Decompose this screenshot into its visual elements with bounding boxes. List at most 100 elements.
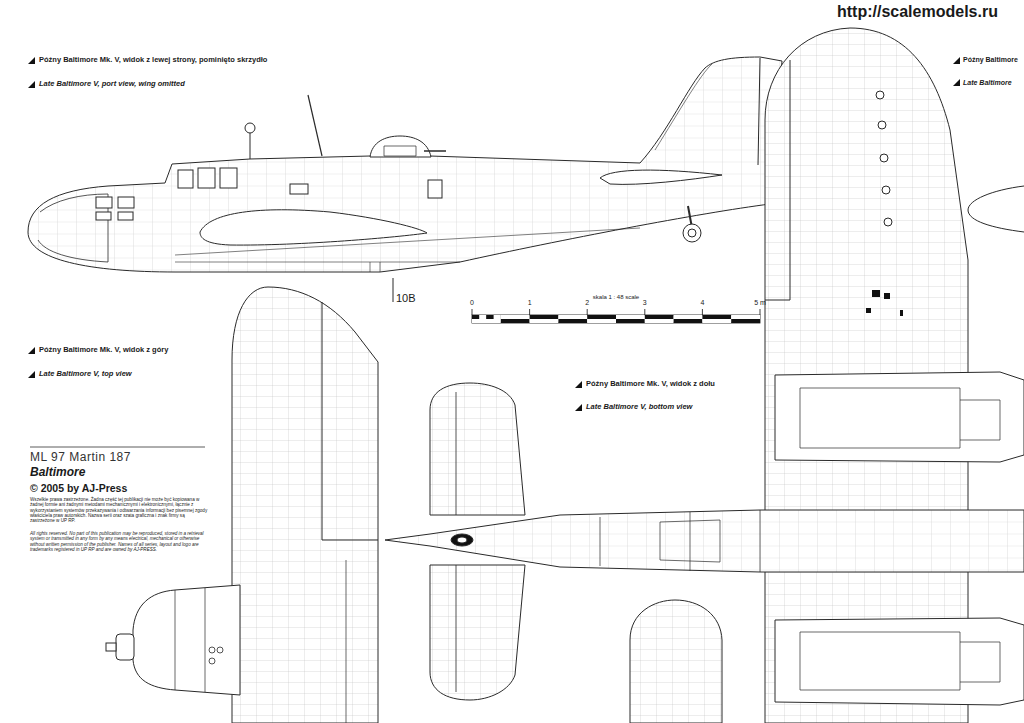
drawing-part xyxy=(882,186,890,194)
exhausts xyxy=(209,647,223,664)
tailwheel-hub xyxy=(688,229,696,237)
drawing-part xyxy=(28,81,35,88)
drawing-part xyxy=(953,79,960,86)
scale-block xyxy=(731,319,760,323)
drawing-part xyxy=(953,57,960,64)
wheel-bay xyxy=(800,632,1000,690)
scale-block xyxy=(587,315,616,319)
view-caption: Późny Baltimore Mk. V, widok z dołu xyxy=(586,380,715,389)
drawing-part xyxy=(118,212,133,220)
stabilizer-section xyxy=(600,170,722,184)
turret-gun xyxy=(424,150,446,152)
scale-block xyxy=(645,315,674,319)
scale-block xyxy=(616,315,645,319)
scale-block xyxy=(702,315,731,319)
nacelle-top xyxy=(133,585,240,695)
drawing-part xyxy=(28,371,35,378)
scale-block xyxy=(558,319,587,323)
drawing-part xyxy=(118,197,134,208)
scale-number: 1 xyxy=(528,299,532,307)
scale-block xyxy=(530,319,559,323)
scale-block xyxy=(501,315,530,319)
nacelle-bottom xyxy=(775,618,1024,705)
scale-number: 2 xyxy=(585,299,589,307)
series-title: ML 97 Martin 187 xyxy=(30,451,131,465)
view-caption: Późny Baltimore Mk. V, widok z lewej str… xyxy=(39,56,267,65)
filler-caps xyxy=(876,91,892,226)
fin-line xyxy=(655,64,712,150)
drawing-part xyxy=(575,381,582,388)
drawing-part xyxy=(209,658,215,664)
rule-line xyxy=(30,447,205,448)
drawing-part xyxy=(866,308,871,313)
scale-block xyxy=(702,319,731,323)
scale-block xyxy=(674,319,703,323)
drawing-part xyxy=(178,170,193,188)
drawing-part xyxy=(878,121,886,129)
scale-number: 3 xyxy=(643,299,647,307)
tailwheel-well xyxy=(451,534,473,546)
scale-block xyxy=(472,319,501,323)
scale-block xyxy=(558,315,587,319)
rudder-line xyxy=(758,58,760,165)
scale-block xyxy=(486,315,493,319)
legal-note: All rights reserved. No part of this pub… xyxy=(30,531,208,552)
tailwheel-bottom xyxy=(457,537,467,543)
section-line xyxy=(393,278,394,302)
panel-line xyxy=(175,262,460,263)
drawing-part xyxy=(884,218,892,226)
nacelle-bottom xyxy=(775,372,1024,462)
drawing-part xyxy=(28,347,35,354)
scale-block xyxy=(674,315,703,319)
partial-outline xyxy=(968,186,1024,232)
scale-block xyxy=(479,315,486,319)
view-caption: Późny Baltimore Mk. V, widok z góry xyxy=(39,346,168,355)
wheel-bay xyxy=(800,388,1000,448)
view-caption: Late Baltimore V, bottom view xyxy=(586,403,692,412)
wing-top xyxy=(232,287,378,723)
drawing-part xyxy=(96,212,111,220)
drawing-part xyxy=(96,197,112,208)
vents xyxy=(866,290,903,316)
view-caption: Late Baltimore V, port view, wing omitte… xyxy=(39,80,185,89)
spinner-tip xyxy=(106,643,116,651)
scale-tick xyxy=(760,309,761,315)
tailplane xyxy=(430,383,525,515)
drawing-part xyxy=(872,290,880,297)
scale-block xyxy=(501,319,530,323)
view-caption: Late Baltimore V, top view xyxy=(39,370,132,379)
drawing-part xyxy=(900,310,903,316)
scale-frame xyxy=(472,315,760,323)
scale-tick xyxy=(644,309,645,315)
drawing-part xyxy=(575,404,582,411)
copyright: © 2005 by AJ-Press xyxy=(30,482,127,494)
scale-number: 4 xyxy=(700,299,704,307)
tailwheel xyxy=(683,224,701,242)
scale-tick xyxy=(529,309,530,315)
wing-root xyxy=(200,210,427,245)
side-view xyxy=(28,57,790,302)
scale-block xyxy=(731,315,760,319)
drawing-part xyxy=(217,647,223,653)
scale-block xyxy=(616,319,645,323)
nacelle-panel xyxy=(175,588,205,692)
turret-frame xyxy=(384,146,416,156)
drawing-part xyxy=(876,91,884,99)
scale-block xyxy=(530,315,559,319)
scale-tick xyxy=(587,309,588,315)
scale-title: skala 1 : 48 scale xyxy=(593,294,639,301)
drawing-part xyxy=(28,57,35,64)
tailplane xyxy=(430,565,525,700)
antenna-mast xyxy=(308,95,322,156)
panel-line xyxy=(600,510,760,572)
spinner xyxy=(116,634,134,660)
drawing-part xyxy=(428,180,442,198)
fuselage-side xyxy=(28,57,790,272)
drawing-part xyxy=(880,154,888,162)
callout-number: 10B xyxy=(396,292,416,305)
panel-line xyxy=(370,262,380,272)
scale-tick xyxy=(702,309,703,315)
scale-number: 0 xyxy=(470,299,474,307)
loop-aerial xyxy=(245,123,255,133)
